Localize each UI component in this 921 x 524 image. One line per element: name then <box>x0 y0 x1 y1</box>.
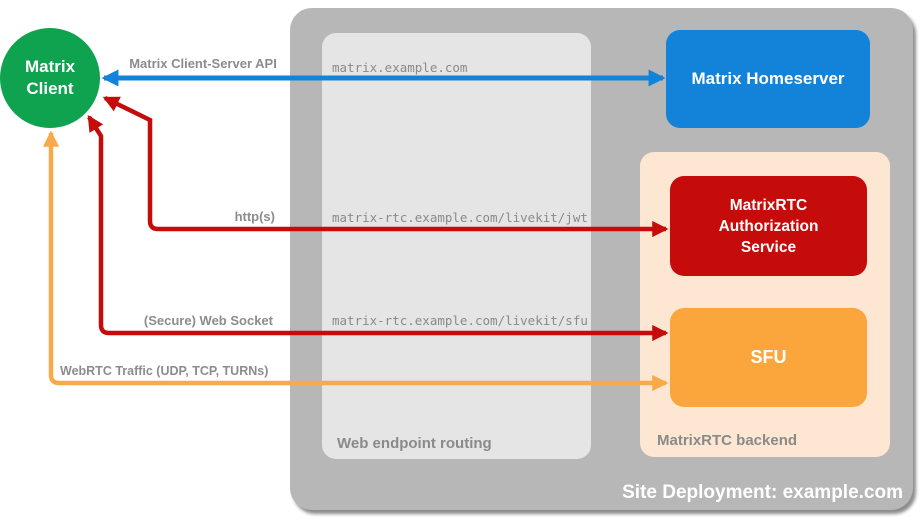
web-endpoint-routing-container <box>322 33 591 459</box>
matrix-client-label: Matrix Client <box>24 57 76 98</box>
sfu-label: SFU <box>750 347 787 367</box>
web-endpoint-routing-caption: Web endpoint routing <box>337 435 492 452</box>
endpoint-url-livekit-sfu: matrix-rtc.example.com/livekit/sfu <box>332 313 588 328</box>
sfu-node: SFU <box>670 308 867 407</box>
connection-label-web-socket: (Secure) Web Socket <box>143 313 273 328</box>
endpoint-url-livekit-jwt: matrix-rtc.example.com/livekit/jwt <box>332 210 588 225</box>
connection-label-webrtc-traffic: WebRTC Traffic (UDP, TCP, TURNs) <box>60 364 269 378</box>
matrix-client-node: Matrix Client <box>0 28 100 128</box>
matrixrtc-auth-service-node: MatrixRTC Authorization Service <box>670 176 867 276</box>
site-deployment-title: Site Deployment: example.com <box>622 482 903 503</box>
matrix-homeserver-label: Matrix Homeserver <box>691 69 845 88</box>
connection-label-https: http(s) <box>234 209 275 224</box>
connection-label-client-server-api: Matrix Client-Server API <box>129 56 277 71</box>
matrixrtc-backend-caption: MatrixRTC backend <box>657 432 798 449</box>
endpoint-url-matrix: matrix.example.com <box>332 60 468 75</box>
matrix-homeserver-node: Matrix Homeserver <box>666 30 870 128</box>
matrixrtc-auth-service-label: MatrixRTC Authorization Service <box>718 196 819 256</box>
